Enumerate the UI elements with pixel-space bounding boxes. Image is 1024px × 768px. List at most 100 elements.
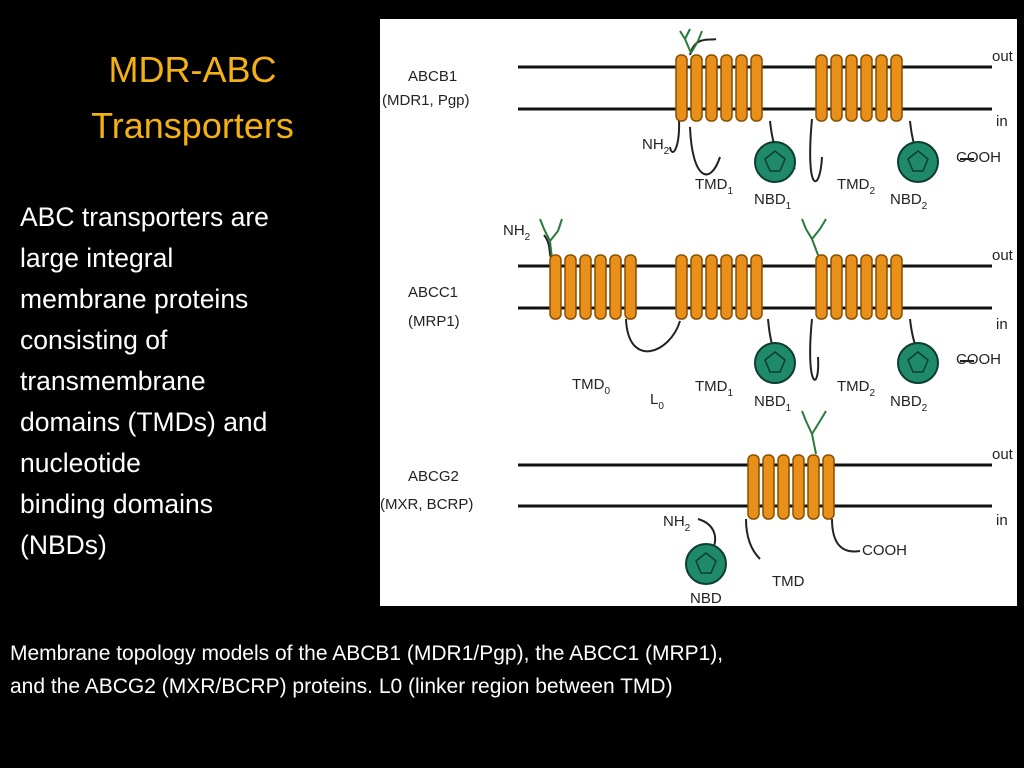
side-out-label: out: [992, 247, 1014, 264]
nbd-domain: [897, 141, 939, 183]
side-out-label: out: [992, 48, 1014, 65]
transmembrane-helix: [720, 54, 733, 122]
transmembrane-helix: [807, 454, 820, 520]
nbd-domain: [685, 543, 727, 585]
nh2-label: NH2: [503, 222, 531, 243]
transmembrane-helix: [690, 54, 703, 122]
nh2-label: NH2: [663, 513, 691, 534]
caption-line: Membrane topology models of the ABCB1 (M…: [10, 642, 724, 665]
transmembrane-helix: [845, 254, 858, 320]
title-line-2: Transporters: [91, 105, 294, 146]
transmembrane-helix: [875, 254, 888, 320]
side-in-label: in: [996, 512, 1008, 529]
nh2-label: NH2: [642, 136, 670, 157]
transmembrane-helix: [594, 254, 607, 320]
nbd-domain: [754, 141, 796, 183]
body-line: ABC transporters are: [20, 202, 269, 232]
body-line: large integral: [20, 243, 174, 273]
figure-caption: Membrane topology models of the ABCB1 (M…: [10, 637, 1010, 703]
transmembrane-helix: [890, 254, 903, 320]
body-line: domains (TMDs) and: [20, 407, 268, 437]
slide-title: MDR-ABC Transporters: [20, 42, 365, 154]
topology-diagram: out in out in out in ABCB1 (MDR1, Pgp) A…: [380, 28, 1014, 606]
body-text: ABC transporters are large integral memb…: [20, 197, 355, 566]
body-line: nucleotide: [20, 448, 141, 478]
linker-loop: [809, 318, 820, 381]
body-line: (NBDs): [20, 530, 107, 560]
tmd1-label: TMD1: [695, 176, 734, 197]
body-line: binding domains: [20, 489, 213, 519]
l0-label: L0: [650, 391, 664, 412]
cooh-label: COOH: [862, 542, 907, 559]
linker-loop: [809, 118, 823, 183]
transmembrane-helix: [549, 254, 562, 320]
l0-linker: [625, 318, 681, 353]
n-terminal-tail: [669, 118, 681, 153]
body-line: consisting of: [20, 325, 168, 355]
transmembrane-helix: [735, 254, 748, 320]
nbd2-label: NBD2: [890, 393, 928, 414]
transmembrane-helix: [815, 54, 828, 122]
side-in-label: in: [996, 113, 1008, 130]
transmembrane-helix: [845, 54, 858, 122]
tmd2-label: TMD2: [837, 176, 876, 197]
nbd1-label: NBD1: [754, 393, 792, 414]
transmembrane-helix: [762, 454, 775, 520]
topology-figure: out in out in out in ABCB1 (MDR1, Pgp) A…: [380, 19, 1017, 606]
nbd-fold-icon: [907, 150, 929, 172]
tmd-label: TMD: [772, 573, 805, 590]
loop-to-nbd: [745, 518, 761, 560]
body-line: membrane proteins: [20, 284, 249, 314]
transmembrane-helix: [830, 254, 843, 320]
transmembrane-helix: [735, 54, 748, 122]
transmembrane-helix: [675, 254, 688, 320]
title-line-1: MDR-ABC: [108, 49, 277, 90]
transmembrane-helix: [890, 54, 903, 122]
transmembrane-helix: [822, 454, 835, 520]
transmembrane-helix: [875, 54, 888, 122]
body-line: transmembrane: [20, 366, 206, 396]
transmembrane-helix: [750, 54, 763, 122]
transmembrane-helix: [705, 254, 718, 320]
nbd-domain: [754, 342, 796, 384]
transmembrane-helix: [564, 254, 577, 320]
c-terminal-tail: [831, 518, 861, 553]
transmembrane-helix: [815, 254, 828, 320]
caption-line: and the ABCG2 (MXR/BCRP) proteins. L0 (l…: [10, 675, 673, 698]
abcb1-name: ABCB1: [408, 68, 457, 85]
glycosylation-icon: [539, 218, 563, 260]
side-out-label: out: [992, 446, 1014, 463]
transmembrane-helix: [750, 254, 763, 320]
abcc1-alias: (MRP1): [408, 313, 460, 330]
glycosylation-icon: [801, 218, 827, 256]
nbd1-label: NBD1: [754, 191, 792, 212]
transmembrane-helix: [579, 254, 592, 320]
transmembrane-helix: [705, 54, 718, 122]
transmembrane-helix: [860, 54, 873, 122]
side-in-label: in: [996, 316, 1008, 333]
tmd1-label: TMD1: [695, 378, 734, 399]
nbd-fold-icon: [764, 351, 786, 373]
transmembrane-helix: [675, 54, 688, 122]
transmembrane-helix: [690, 254, 703, 320]
glycosylation-icon: [679, 28, 703, 54]
transmembrane-helix: [609, 254, 622, 320]
nbd-fold-icon: [907, 351, 929, 373]
transmembrane-helix: [860, 254, 873, 320]
transmembrane-helix: [792, 454, 805, 520]
transmembrane-helix: [830, 54, 843, 122]
abcg2-name: ABCG2: [408, 468, 459, 485]
nbd-fold-icon: [764, 150, 786, 172]
nbd-fold-icon: [695, 552, 717, 574]
cooh-label: COOH: [956, 149, 1001, 166]
transmembrane-helix: [777, 454, 790, 520]
abcb1-alias: (MDR1, Pgp): [382, 92, 470, 109]
glycosylation-icon: [801, 410, 827, 455]
transmembrane-helix: [747, 454, 760, 520]
tmd0-label: TMD0: [572, 376, 611, 397]
tmd2-label: TMD2: [837, 378, 876, 399]
abcg2-alias: (MXR, BCRP): [380, 496, 473, 513]
cooh-label: COOH: [956, 351, 1001, 368]
abcc1-name: ABCC1: [408, 284, 458, 301]
nbd2-label: NBD2: [890, 191, 928, 212]
